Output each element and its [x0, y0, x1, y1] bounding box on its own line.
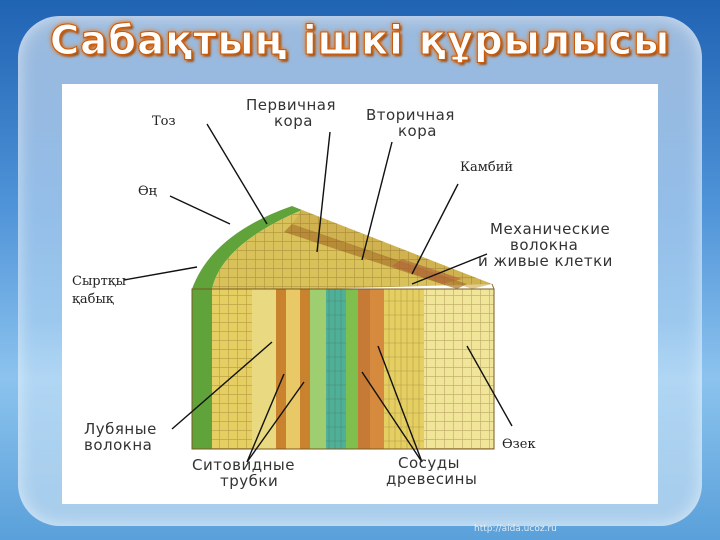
label-mekh-1: Механические	[490, 220, 611, 238]
label-vtorichnaya-2: кора	[398, 122, 437, 140]
label-mekh-3: и живые клетки	[478, 252, 613, 270]
label-syrtky-2: қабық	[72, 292, 114, 307]
label-sosudy-1: Сосуды	[398, 454, 460, 472]
label-ozek-box: Өзек	[498, 431, 540, 454]
label-lubyanye-1: Лубяные	[84, 420, 157, 438]
label-mekh-2: волокна	[510, 236, 579, 254]
top-surface	[192, 206, 492, 289]
watermark: http://aida.ucoz.ru	[474, 524, 557, 534]
label-pervichnaya-2: кора	[274, 112, 313, 130]
label-lubyanye-2: волокна	[84, 436, 153, 454]
label-syrtky-1: Сыртқы	[72, 274, 127, 289]
label-vtorichnaya-1: Вторичная	[366, 106, 455, 124]
diagram-card: Тоз Өң Сыртқы қабық Камбий Өзек Первична…	[62, 84, 658, 504]
label-on: Өң	[138, 184, 157, 199]
stem-cross-section-diagram	[123, 123, 513, 463]
label-sosudy-2: древесины	[386, 470, 478, 488]
label-kambiy: Камбий	[460, 160, 514, 175]
label-sitovidnye-2: трубки	[220, 472, 279, 490]
front-face	[191, 283, 495, 450]
leader-lines	[123, 123, 513, 463]
label-ozek: Өзек	[502, 437, 536, 452]
label-pervichnaya-1: Первичная	[246, 96, 337, 114]
label-toz: Тоз	[152, 114, 176, 129]
label-sitovidnye-1: Ситовидные	[192, 456, 295, 474]
slide-title: Сабақтың ішкі құрылысы	[49, 18, 671, 65]
